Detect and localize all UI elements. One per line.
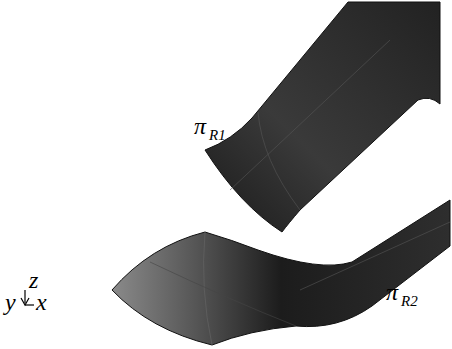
axis-label: x <box>36 290 47 314</box>
surface-subscript: R2 <box>401 294 418 309</box>
axis-label: z <box>29 268 38 292</box>
surface-symbol: π <box>194 114 206 138</box>
axis-label: y <box>5 290 16 314</box>
surface-subscript: R1 <box>209 128 226 143</box>
surface-symbol: π <box>386 280 398 304</box>
